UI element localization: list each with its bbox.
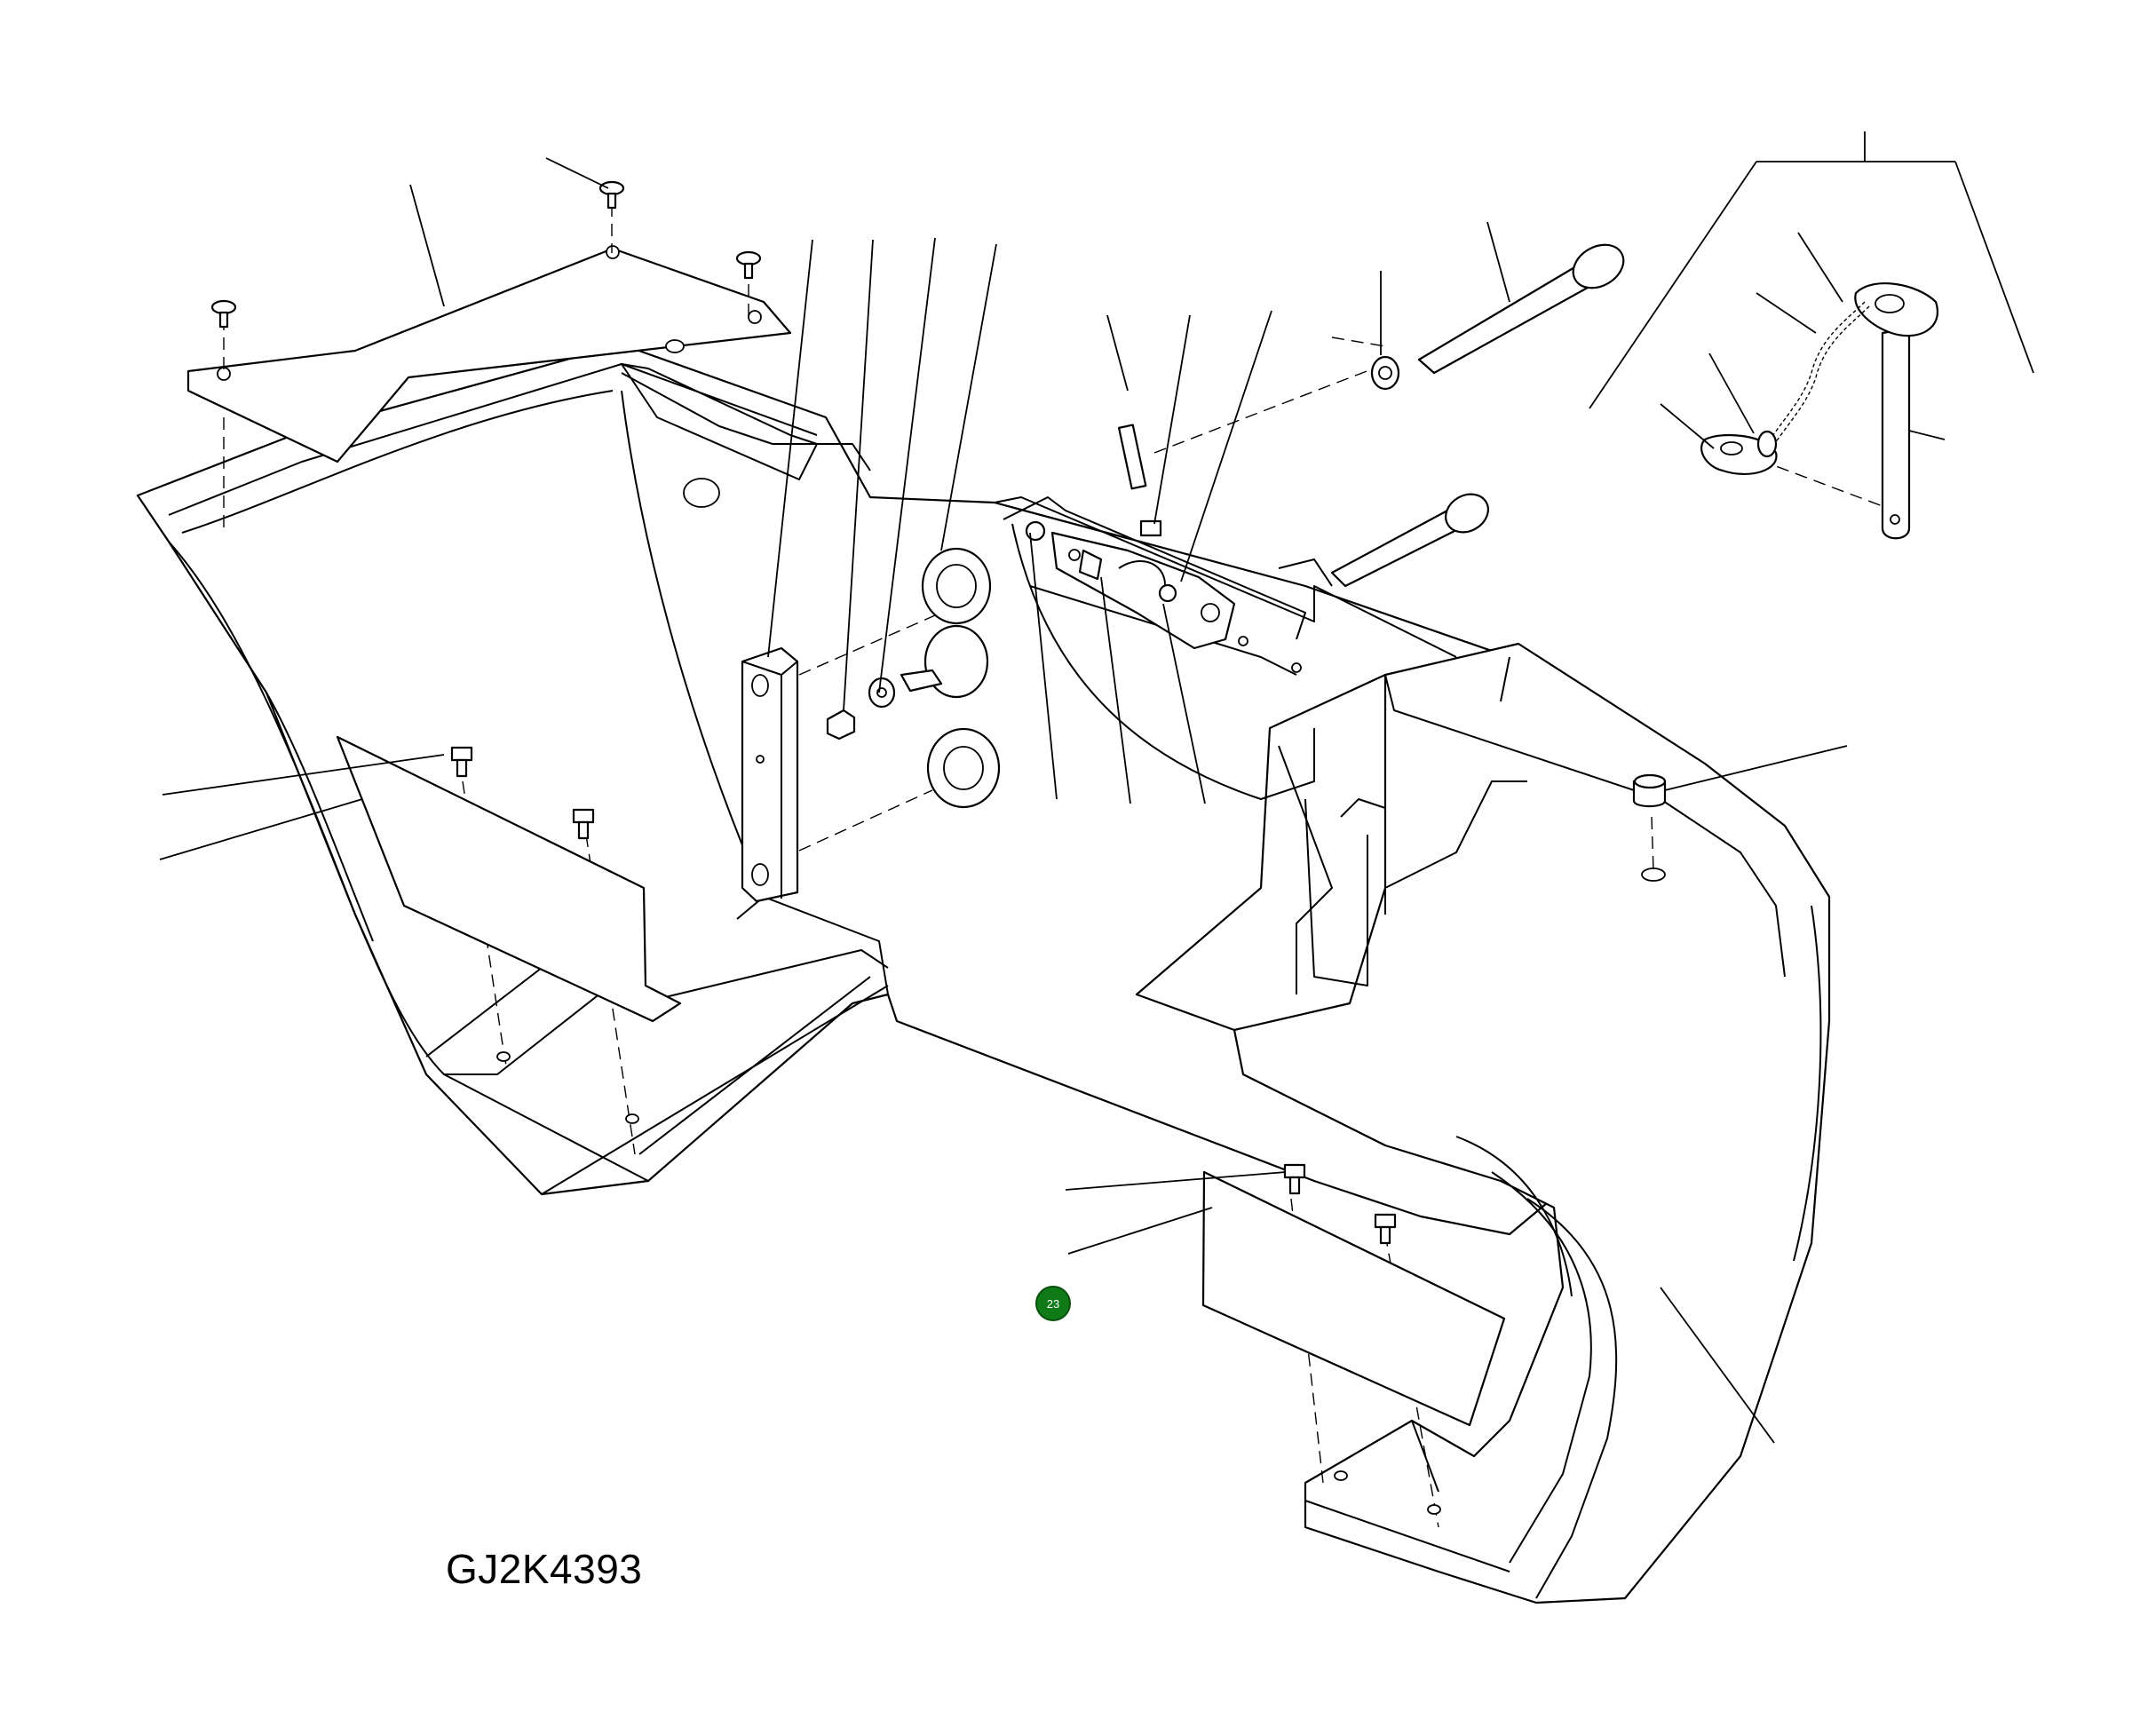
drawing-code: GJ2K4393 (446, 1546, 643, 1592)
lynch-pin-assembly (1700, 282, 1938, 540)
spacer-bar (741, 646, 799, 903)
pin-bracket (1025, 520, 1236, 650)
cap-screws (210, 180, 1397, 1245)
bushing-and-washers (826, 547, 1001, 809)
leader-lines (159, 131, 2034, 1444)
long-bolt-mid (1330, 493, 1489, 588)
hotspot-label: 23 (1046, 1296, 1060, 1311)
counterweight-body (136, 343, 1831, 1604)
long-bolt-top (1370, 243, 1625, 391)
plug (1632, 773, 1667, 882)
left-decal (336, 735, 682, 1023)
top-cover-plate (186, 245, 871, 471)
right-wing (1233, 642, 1831, 1604)
part-hotspot-button[interactable]: 23 (1035, 1286, 1071, 1321)
right-decal (1201, 1170, 1506, 1427)
